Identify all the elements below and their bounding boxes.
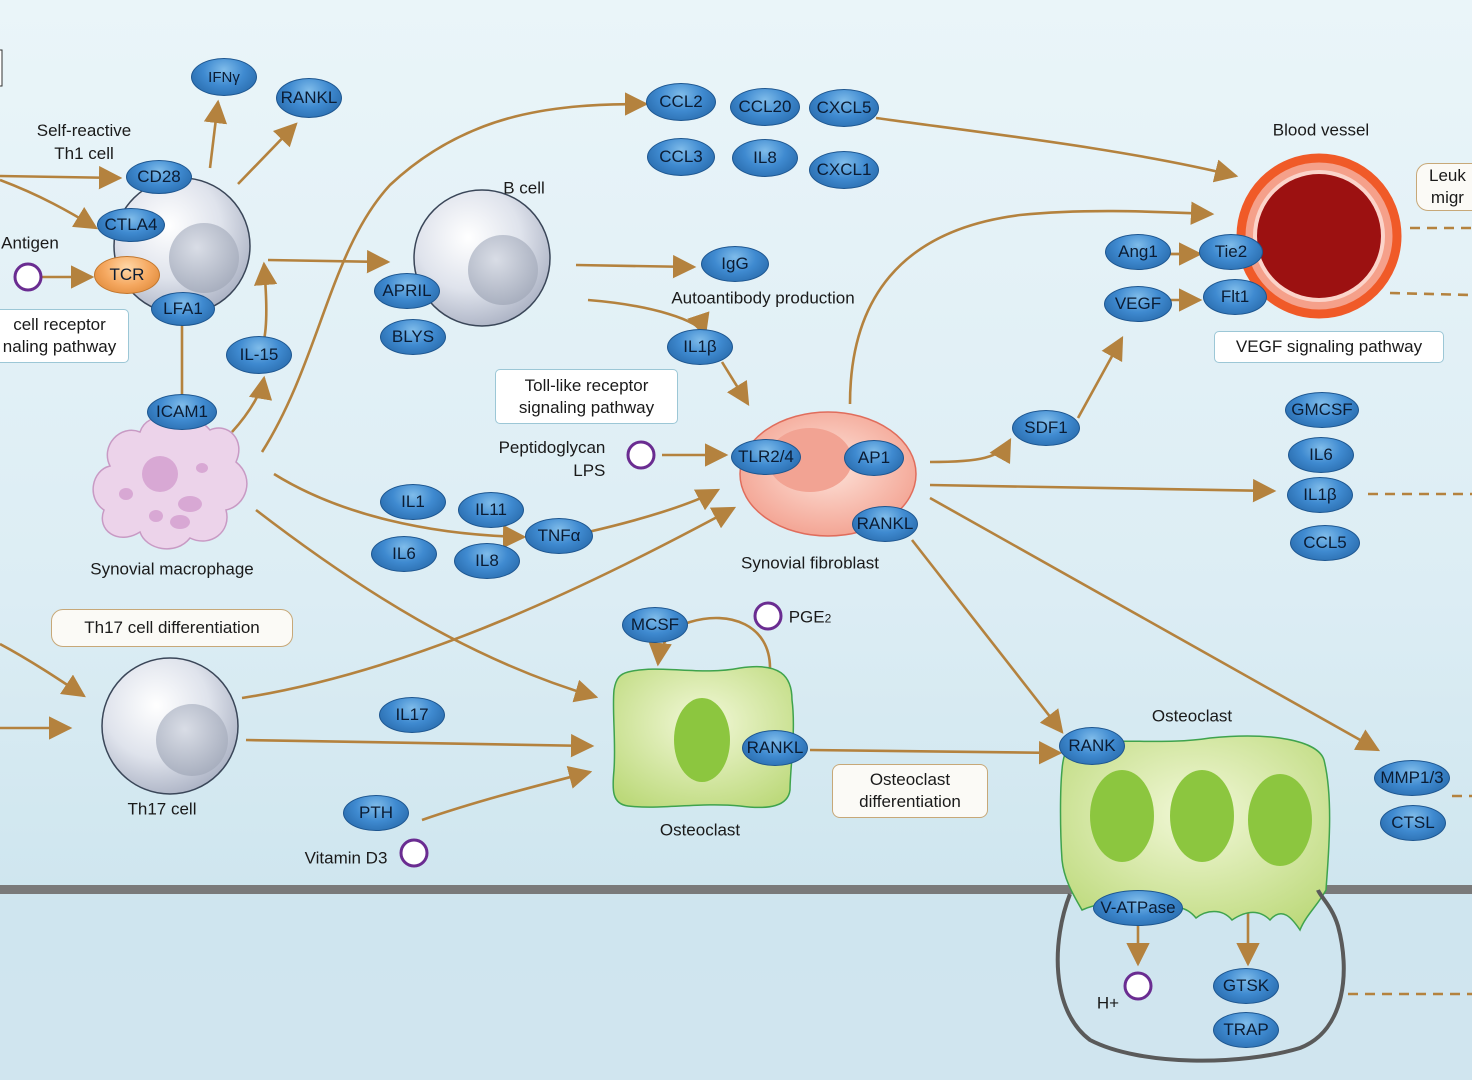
rankl-top-molecule[interactable]: RANKL [276,78,342,118]
th17-cell [101,657,239,795]
ccl2-molecule[interactable]: CCL2 [646,83,716,121]
h-plus-ligand [1123,971,1153,1001]
tlr24-molecule[interactable]: TLR2/4 [731,439,801,475]
il1b-right-molecule[interactable]: IL1β [1287,477,1353,513]
blys-molecule[interactable]: BLYS [380,319,446,355]
fibroblast-label: Synovial fibroblast [741,553,879,573]
vitamin-d3-label: Vitamin D3 [304,848,388,868]
pge2-text: PGE [788,607,825,627]
pge2-label: PGE2 [789,606,832,631]
vegf-molecule[interactable]: VEGF [1104,286,1172,322]
macrophage-label: Synovial macrophage [90,559,254,579]
il1-molecule[interactable]: IL1 [380,484,446,520]
il15-molecule[interactable]: IL-15 [226,336,292,374]
il8-low-molecule[interactable]: IL8 [454,543,520,579]
mcsf-molecule[interactable]: MCSF [622,607,688,643]
tcr-pathway-box[interactable]: cell receptor naling pathway [0,309,129,363]
flt1-molecule[interactable]: Flt1 [1203,279,1267,315]
il1b-mid-molecule[interactable]: IL1β [667,329,733,365]
bone-membrane-line [0,885,1472,894]
osteoclast-large [1059,735,1331,932]
h-plus-label: H+ [1096,993,1120,1013]
il8-top-molecule[interactable]: IL8 [732,139,798,177]
offscreen-box-edge [0,49,3,87]
ap1-molecule[interactable]: AP1 [844,440,904,476]
connector-lines [180,252,1196,396]
il11-molecule[interactable]: IL11 [458,492,524,528]
peptidoglycan-ligand [626,440,656,470]
icam1-molecule[interactable]: ICAM1 [147,394,217,430]
ang1-molecule[interactable]: Ang1 [1105,234,1171,270]
gmcsf-molecule[interactable]: GMCSF [1285,392,1359,428]
rankl-fibroblast-molecule[interactable]: RANKL [852,506,918,542]
v-atpase-molecule[interactable]: V-ATPase [1093,890,1183,926]
pge2-ligand [753,601,783,631]
rankl-osteoclast-molecule[interactable]: RANKL [742,730,808,766]
osteoclast-large-label: Osteoclast [1151,706,1233,726]
synovial-macrophage [92,411,248,550]
igg-molecule[interactable]: IgG [701,246,769,282]
th17-cell-label: Th17 cell [127,799,197,819]
tlr-pathway-box[interactable]: Toll-like receptor signaling pathway [495,369,678,424]
signal-arrows [0,92,1381,967]
il6-low-molecule[interactable]: IL6 [371,536,437,572]
antigen-ligand [13,262,43,292]
ccl5-molecule[interactable]: CCL5 [1290,525,1360,561]
leukocyte-migration-box[interactable]: Leuk migr [1416,163,1472,211]
osteoclast-small-label: Osteoclast [659,820,741,840]
pge2-subscript: 2 [824,611,832,626]
ctla4-molecule[interactable]: CTLA4 [97,208,165,242]
pth-molecule[interactable]: PTH [343,795,409,831]
tcr-molecule[interactable]: TCR [94,256,160,294]
antigen-label: Antigen [1,233,59,253]
gtsk-molecule[interactable]: GTSK [1213,968,1279,1004]
th1-cell-label: Self-reactive Th1 cell [36,121,132,163]
ccl20-molecule[interactable]: CCL20 [730,88,800,126]
autoantibody-label: Autoantibody production [671,288,855,308]
osteoclast-small [612,665,795,809]
rank-molecule[interactable]: RANK [1059,727,1125,765]
osteoclast-differentiation-box[interactable]: Osteoclast differentiation [832,764,988,818]
ccl3-molecule[interactable]: CCL3 [647,138,715,176]
resorption-lacuna [1055,889,1346,1063]
tnfa-molecule[interactable]: TNFα [525,518,593,554]
lfa1-molecule[interactable]: LFA1 [151,292,215,326]
peptidoglycan-lps-label: Peptidoglycan LPS [498,438,606,480]
tie2-molecule[interactable]: Tie2 [1199,234,1263,270]
il6-right-molecule[interactable]: IL6 [1288,437,1354,473]
cxcl5-molecule[interactable]: CXCL5 [809,89,879,127]
sdf1-molecule[interactable]: SDF1 [1012,410,1080,446]
blood-vessel [1236,153,1402,319]
mmp13-molecule[interactable]: MMP1/3 [1374,760,1450,796]
cd28-molecule[interactable]: CD28 [126,160,192,194]
trap-molecule[interactable]: TRAP [1213,1012,1279,1048]
il17-molecule[interactable]: IL17 [379,697,445,733]
ligand-rings [13,262,1153,1001]
blood-vessel-label: Blood vessel [1272,120,1370,140]
b-cell-label: B cell [503,178,545,198]
vegf-pathway-box[interactable]: VEGF signaling pathway [1214,331,1444,363]
cxcl1-molecule[interactable]: CXCL1 [809,151,879,189]
april-molecule[interactable]: APRIL [374,273,440,309]
th17-differentiation-box[interactable]: Th17 cell differentiation [51,609,293,647]
vitamin-d3-ligand [399,838,429,868]
ctsl-molecule[interactable]: CTSL [1380,805,1446,841]
ifng-molecule[interactable]: IFNγ [191,58,257,96]
b-cell [413,189,551,327]
